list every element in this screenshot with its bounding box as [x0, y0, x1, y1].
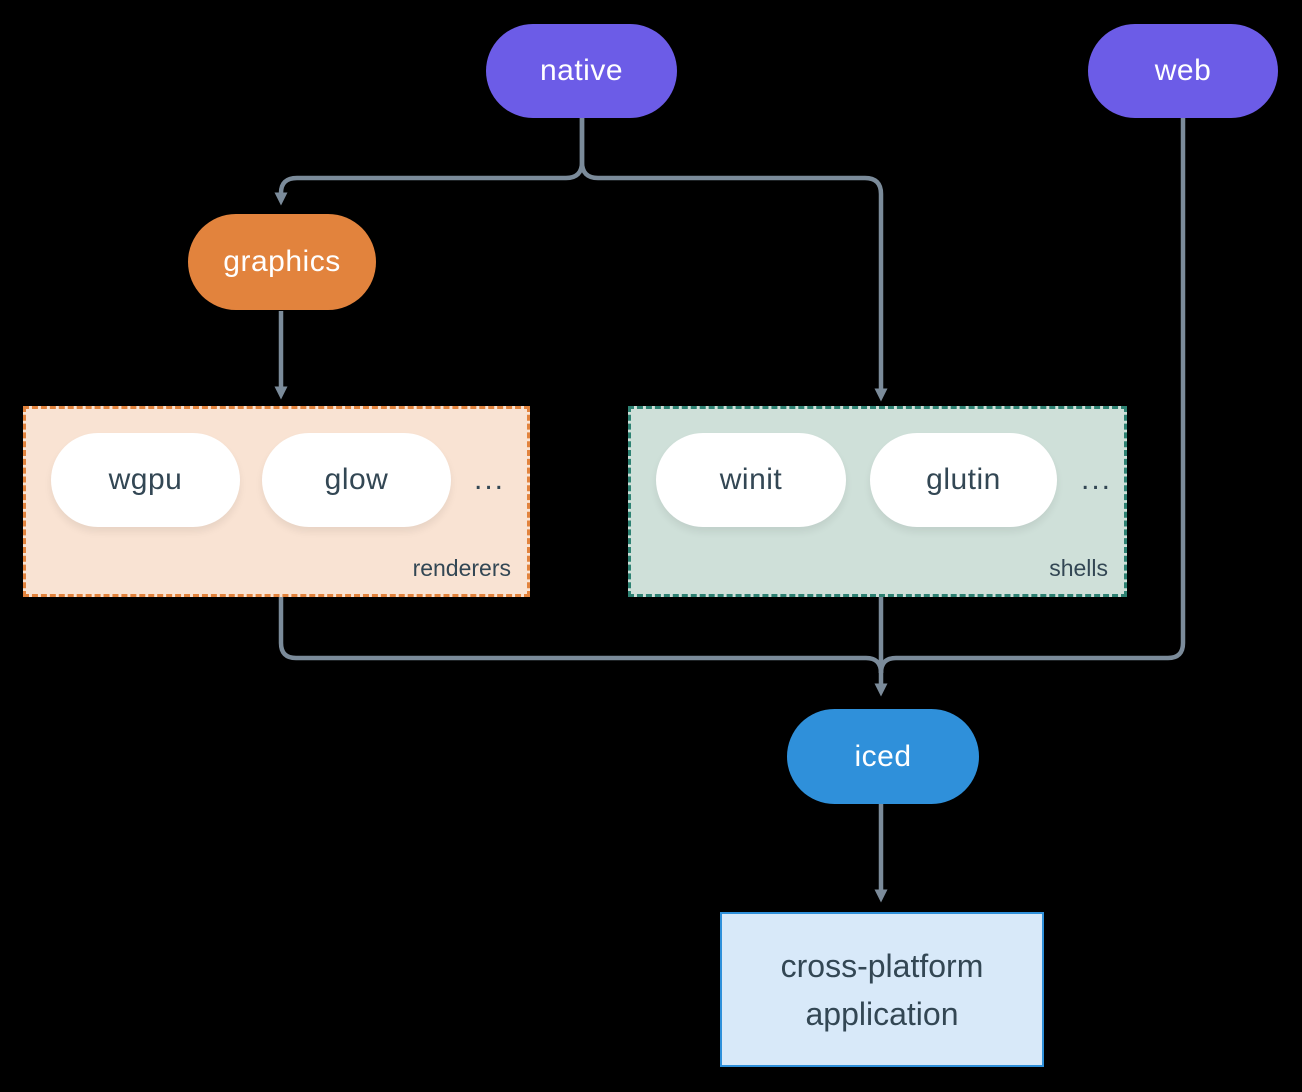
- node-native-label: native: [539, 54, 624, 87]
- application-label-line1: cross-platform: [780, 947, 984, 984]
- node-graphics-label: graphics: [223, 245, 341, 278]
- node-graphics: graphics: [188, 214, 376, 310]
- node-iced: iced: [787, 709, 979, 804]
- group-shells: winit glutin ... shells: [628, 406, 1127, 597]
- node-web-label: web: [1154, 54, 1212, 87]
- node-glow-label: glow: [324, 463, 389, 496]
- node-winit-label: winit: [719, 463, 783, 496]
- edge-renderers-junction: [278, 597, 884, 674]
- shells-group-label: shells: [1049, 555, 1108, 581]
- edge-native-shells: [579, 118, 888, 402]
- node-glutin-label: glutin: [926, 463, 1001, 496]
- node-iced-label: iced: [854, 739, 912, 773]
- group-renderers: wgpu glow ... renderers: [23, 406, 530, 597]
- renderers-group-label: renderers: [412, 555, 511, 581]
- node-glow: glow: [262, 433, 451, 527]
- node-web: web: [1088, 24, 1278, 118]
- application-label-line2: application: [805, 995, 959, 1032]
- node-wgpu-label: wgpu: [108, 463, 183, 496]
- node-native: native: [486, 24, 677, 118]
- node-glutin: glutin: [870, 433, 1057, 527]
- renderers-ellipsis: ...: [474, 463, 506, 496]
- shells-ellipsis: ...: [1081, 463, 1113, 496]
- node-winit: winit: [656, 433, 846, 527]
- node-wgpu: wgpu: [51, 433, 240, 527]
- edge-native-graphics: [274, 118, 585, 206]
- node-cross-platform-application: cross-platform application: [720, 912, 1044, 1067]
